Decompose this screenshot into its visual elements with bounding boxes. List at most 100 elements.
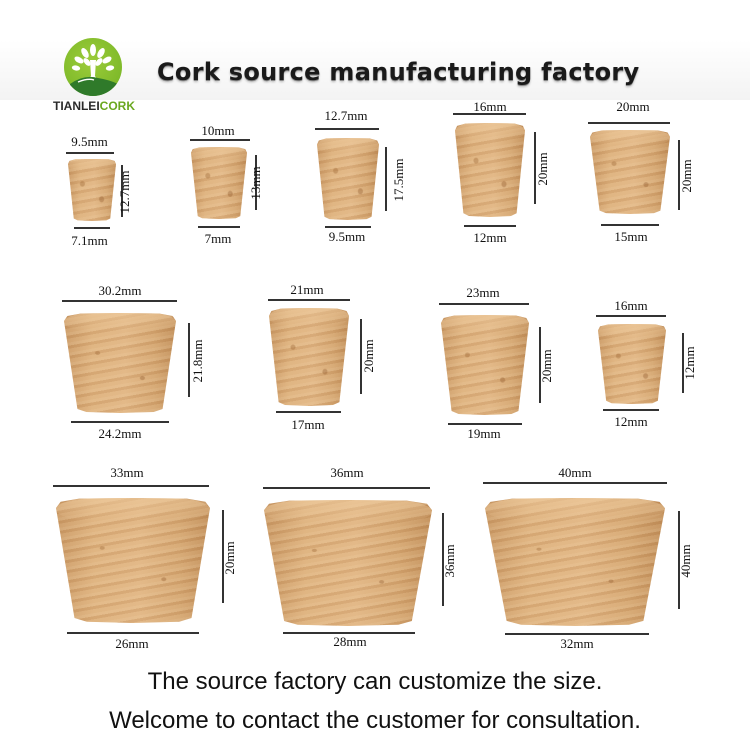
height-label: 12mm [682,346,697,380]
height-label: 17.5mm [391,158,406,202]
cork-image [68,159,116,221]
top-diameter-label: 10mm [201,123,235,138]
cork-item: 33mm 20mm 26mm [52,465,252,655]
dimension-line [268,299,350,301]
bottom-diameter-label: 12mm [473,230,507,245]
top-diameter-label: 16mm [614,298,648,313]
cork-image [269,308,349,406]
dimension-line [66,152,114,154]
dimension-line [385,147,387,211]
dimension-line [190,139,250,141]
dimension-line [67,632,199,634]
dimension-line [198,226,240,228]
cork-item: 12.7mm 17.5mm 9.5mm [314,105,414,250]
dimension-line [505,633,649,635]
height-label: 20mm [679,159,694,193]
dimension-line [678,511,680,609]
page-title: Cork source manufacturing factory [157,58,640,86]
dimension-line [601,224,659,226]
dimension-line [448,423,522,425]
cork-item: 30.2mm 21.8mm 24.2mm [60,283,230,443]
dimension-line [53,485,209,487]
cork-item: 40mm 40mm 32mm [482,465,702,655]
top-diameter-label: 20mm [616,99,650,114]
height-label: 20mm [539,349,554,383]
cork-item: 36mm 36mm 28mm [262,465,472,655]
footer-contact-text: Welcome to contact the customer for cons… [109,707,641,734]
height-label: 36mm [442,544,457,578]
dimension-line [678,140,680,210]
top-diameter-label: 36mm [330,465,364,480]
brand-name-part2: CORK [99,99,135,113]
dimension-line [325,226,371,228]
bottom-diameter-label: 7mm [204,231,232,246]
top-diameter-label: 16mm [473,99,507,114]
dimension-line [188,323,190,397]
bottom-diameter-label: 32mm [560,636,594,651]
bottom-diameter-label: 26mm [115,636,149,651]
dimension-line [439,303,529,305]
dimension-line [539,327,541,403]
dimension-line [483,482,667,484]
top-diameter-label: 12.7mm [324,108,368,123]
footer-customize-text: The source factory can customize the siz… [147,668,603,695]
top-diameter-label: 33mm [110,465,144,480]
dimension-line [121,165,123,217]
cork-item: 16mm 20mm 12mm [453,98,563,250]
dimension-line [464,225,516,227]
cork-image [598,324,666,404]
cork-image [264,500,432,626]
cork-image [441,315,529,415]
bottom-diameter-label: 19mm [467,426,501,441]
dimension-line [588,122,670,124]
height-label: 12.7mm [117,170,132,214]
dimension-line [442,513,444,606]
dimension-line [62,300,177,302]
height-label: 20mm [361,339,376,373]
dimension-line [596,315,666,317]
top-diameter-label: 30.2mm [98,283,142,298]
header-band [0,40,750,100]
cork-item: 20mm 20mm 15mm [588,98,708,250]
cork-item: 16mm 12mm 12mm [596,297,706,437]
cork-image [590,130,670,214]
dimension-line [283,632,415,634]
bottom-diameter-label: 28mm [333,634,367,649]
bottom-diameter-label: 9.5mm [328,229,366,244]
height-label: 21.8mm [190,339,205,383]
cork-image [455,123,525,217]
cork-image [485,498,665,626]
dimension-line [360,319,362,394]
cork-image [64,313,176,413]
top-diameter-label: 40mm [558,465,592,480]
dimension-line [74,227,110,229]
dimension-line [315,128,379,130]
bottom-diameter-label: 7.1mm [71,233,108,248]
dimension-line [71,421,169,423]
dimension-line [255,155,257,210]
top-diameter-label: 9.5mm [71,134,108,149]
cork-item: 21mm 20mm 17mm [266,281,376,441]
brand-name-part1: TIANLEI [52,99,100,113]
bottom-diameter-label: 17mm [291,417,325,432]
cork-image [56,498,210,623]
dimension-line [534,132,536,204]
bottom-diameter-label: 24.2mm [98,426,142,441]
top-diameter-label: 21mm [290,282,324,297]
dimension-line [682,333,684,393]
bottom-diameter-label: 15mm [614,229,648,244]
brand-logo: TIANLEICORK [52,38,136,118]
cork-item: 23mm 20mm 19mm [438,285,558,445]
height-label: 20mm [535,152,550,186]
cork-item: 9.5mm 12.7mm 7.1mm [62,130,142,250]
top-diameter-label: 23mm [466,285,500,300]
dimension-line [453,113,526,115]
dimension-line [603,409,659,411]
dimension-line [222,510,224,603]
tree-in-circle-icon [64,38,122,96]
height-label: 40mm [678,544,693,578]
cork-item: 10mm 13mm 7mm [190,120,270,250]
height-label: 20mm [222,541,237,575]
cork-image [191,147,247,219]
height-label: 13mm [248,166,263,200]
